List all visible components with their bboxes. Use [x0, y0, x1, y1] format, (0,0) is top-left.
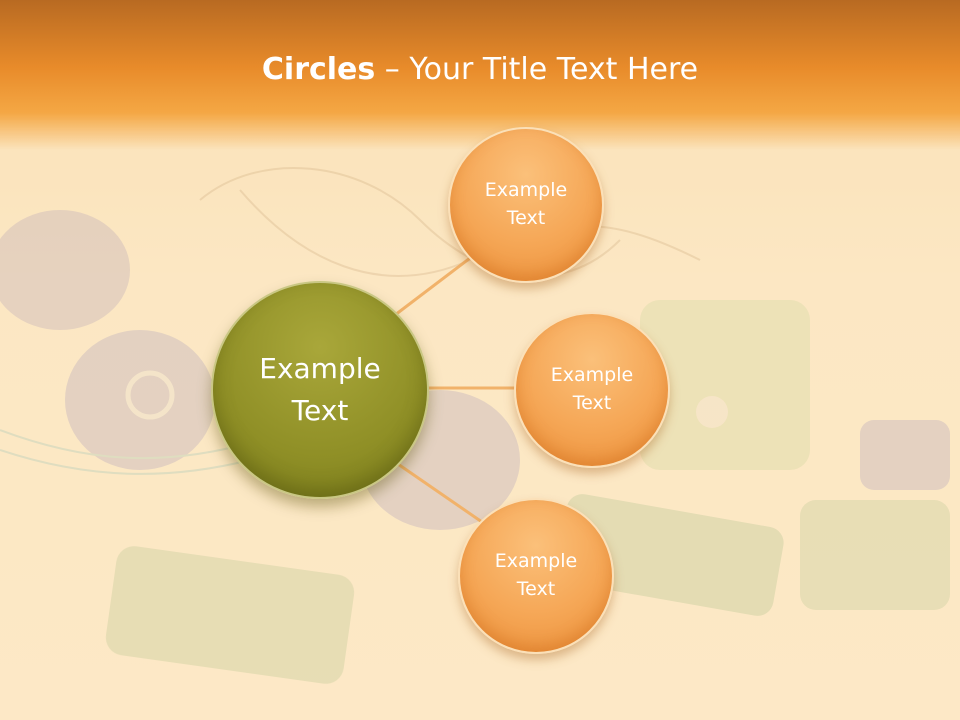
- title-bold: Circles: [261, 52, 376, 87]
- title-bar: [0, 0, 960, 150]
- wire-strand: [0, 449, 251, 475]
- pendant-gem: [696, 396, 728, 428]
- outer-circle-text: Example Text: [485, 177, 567, 232]
- center-circle-line2: Text: [291, 394, 349, 427]
- connector-line: [394, 250, 479, 317]
- connector-line: [394, 460, 483, 524]
- pendant-shape: [800, 500, 950, 610]
- outer-circle-text: Example Text: [495, 548, 577, 603]
- bead-swirl: [125, 370, 175, 420]
- outer-circle-line1: Example: [484, 179, 568, 202]
- bead-shape: [860, 420, 950, 490]
- outer-circle-line1: Example: [550, 364, 634, 387]
- pendant-shape: [105, 546, 355, 684]
- title-rest: – Your Title Text Here: [375, 52, 699, 87]
- outer-circle-middle[interactable]: Example Text: [514, 312, 670, 468]
- bead-shape: [0, 210, 130, 330]
- wire-strand: [0, 429, 261, 460]
- outer-circle-line1: Example: [494, 550, 578, 573]
- slide-title[interactable]: Circles – Your Title Text Here: [0, 52, 960, 87]
- outer-circle-line2: Text: [572, 392, 612, 414]
- outer-circle-top[interactable]: Example Text: [448, 127, 604, 283]
- outer-circle-text: Example Text: [551, 362, 633, 417]
- center-circle-text: Example Text: [259, 348, 380, 432]
- center-circle[interactable]: Example Text: [211, 281, 429, 499]
- center-circle-line1: Example: [259, 352, 381, 385]
- outer-circle-line2: Text: [516, 578, 556, 600]
- bead-shape: [65, 330, 215, 470]
- outer-circle-line2: Text: [506, 207, 546, 229]
- outer-circle-bottom[interactable]: Example Text: [458, 498, 614, 654]
- pendant-shape: [640, 300, 810, 470]
